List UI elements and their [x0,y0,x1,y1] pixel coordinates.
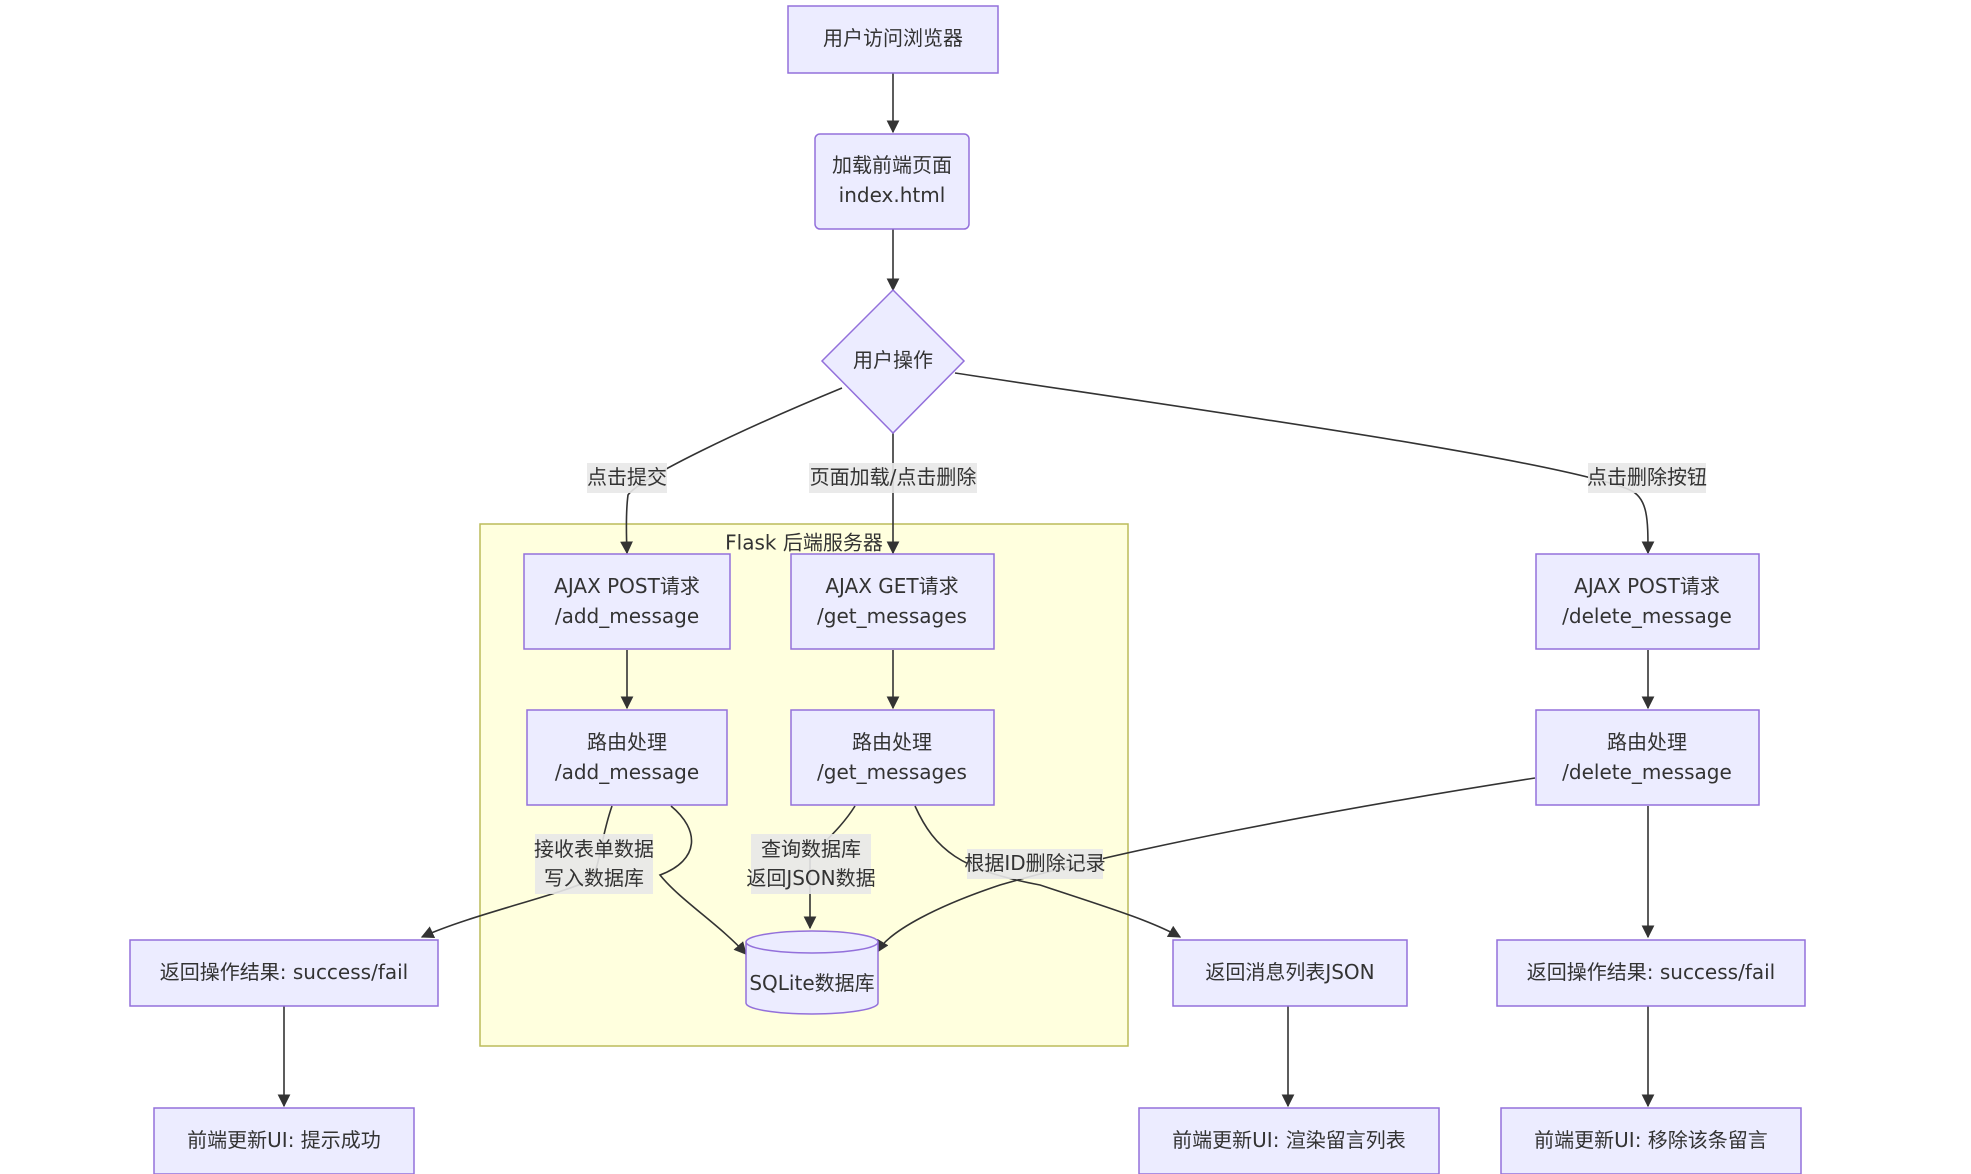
node-label-line: index.html [839,183,946,207]
edge-label-line: 点击提交 [587,465,667,489]
node-ui-remove-message: 前端更新UI: 移除该条留言 [1500,1107,1802,1174]
svg-text:AJAX POST请求: AJAX POST请求 [554,574,700,598]
edge-label-line: 写入数据库 [544,866,644,890]
node-ajax-post-add: AJAX POST请求 /add_message [523,553,731,650]
svg-text:接收表单数据: 接收表单数据 [534,837,654,861]
node-label-line: 前端更新UI: 渲染留言列表 [1172,1128,1406,1152]
node-ui-render-list: 前端更新UI: 渲染留言列表 [1138,1107,1440,1174]
node-label-line: 返回消息列表JSON [1205,960,1374,984]
svg-text:/get_messages: /get_messages [817,760,967,784]
node-load-frontend-page: 加载前端页面 index.html [814,133,970,230]
edge-labels: 点击提交 页面加载/点击删除 点击删除按钮 接收表单数据 写入数据库 [534,463,1707,894]
node-label-line: /add_message [555,760,699,784]
edge-label-line: 查询数据库 [761,837,861,861]
svg-text:查询数据库: 查询数据库 [761,837,861,861]
svg-text:/add_message: /add_message [555,760,699,784]
node-return-result-right: 返回操作结果: success/fail [1496,939,1806,1007]
edge-label-line: 根据ID删除记录 [964,851,1105,875]
svg-text:/delete_message: /delete_message [1562,604,1732,628]
svg-text:路由处理: 路由处理 [1607,730,1687,754]
node-label-line: 路由处理 [852,730,932,754]
node-label-line: 前端更新UI: 提示成功 [187,1128,381,1152]
edge-label-line: 页面加载/点击删除 [810,465,977,489]
edge-label-receive-write: 接收表单数据 写入数据库 [534,834,654,894]
node-label-line: 路由处理 [1607,730,1687,754]
node-ajax-post-delete: AJAX POST请求 /delete_message [1535,553,1760,650]
node-user-operation-decision: 用户操作 [820,288,966,435]
node-ajax-get-messages: AJAX GET请求 /get_messages [790,553,995,650]
edge-label-click-delete-button: 点击删除按钮 [1587,463,1707,493]
edge-decision-to-post-del [954,372,1655,555]
svg-text:加载前端页面: 加载前端页面 [832,153,952,177]
node-route-delete-message: 路由处理 /delete_message [1535,709,1760,806]
edge-label-query-return: 查询数据库 返回JSON数据 [746,834,876,894]
svg-text:index.html: index.html [839,183,946,207]
edge-label-line: 点击删除按钮 [1587,465,1707,489]
svg-text:返回操作结果: success/fail: 返回操作结果: success/fail [160,960,408,984]
node-label-line: 路由处理 [587,730,667,754]
node-label-line: AJAX GET请求 [825,574,958,598]
edge-route-get-to-result-list [914,805,1182,938]
node-label-line: AJAX POST请求 [1574,574,1720,598]
node-return-message-list-json: 返回消息列表JSON [1172,939,1408,1007]
svg-text:SQLite数据库: SQLite数据库 [749,971,874,995]
svg-text:前端更新UI: 移除该条留言: 前端更新UI: 移除该条留言 [1534,1128,1768,1152]
svg-text:AJAX GET请求: AJAX GET请求 [825,574,958,598]
svg-text:根据ID删除记录: 根据ID删除记录 [964,851,1105,875]
node-user-visits-browser: 用户访问浏览器 [787,5,999,74]
node-label-line: AJAX POST请求 [554,574,700,598]
svg-text:/get_messages: /get_messages [817,604,967,628]
edge-label-click-submit: 点击提交 [587,463,667,493]
node-route-get-messages: 路由处理 /get_messages [790,709,995,806]
node-label-line: /get_messages [817,760,967,784]
svg-text:前端更新UI: 渲染留言列表: 前端更新UI: 渲染留言列表 [1172,1128,1406,1152]
node-label-line: 用户操作 [853,348,933,372]
edge-label-line: 接收表单数据 [534,837,654,861]
svg-text:返回操作结果: success/fail: 返回操作结果: success/fail [1527,960,1775,984]
svg-text:点击提交: 点击提交 [587,465,667,489]
svg-text:/delete_message: /delete_message [1562,760,1732,784]
node-label-line: 加载前端页面 [832,153,952,177]
edge-label-delete-by-id: 根据ID删除记录 [964,849,1106,879]
svg-text:返回消息列表JSON: 返回消息列表JSON [1205,960,1374,984]
svg-text:用户操作: 用户操作 [853,348,933,372]
svg-text:页面加载/点击删除: 页面加载/点击删除 [810,465,977,489]
svg-text:点击删除按钮: 点击删除按钮 [1587,465,1707,489]
svg-text:用户访问浏览器: 用户访问浏览器 [823,26,963,50]
node-sqlite-database: SQLite数据库 [745,930,879,1015]
node-label-line: 前端更新UI: 移除该条留言 [1534,1128,1768,1152]
svg-text:路由处理: 路由处理 [852,730,932,754]
node-label-line: /delete_message [1562,604,1732,628]
node-label-line: 返回操作结果: success/fail [1527,960,1775,984]
node-label-line: 用户访问浏览器 [823,26,963,50]
edge-label-page-load-delete: 页面加载/点击删除 [809,463,977,493]
node-label-line: /add_message [555,604,699,628]
node-ui-success: 前端更新UI: 提示成功 [153,1107,415,1174]
node-return-result-left: 返回操作结果: success/fail [129,939,439,1007]
node-label-line: /get_messages [817,604,967,628]
svg-text:前端更新UI: 提示成功: 前端更新UI: 提示成功 [187,1128,381,1152]
edges [277,73,1655,1108]
svg-text:AJAX POST请求: AJAX POST请求 [1574,574,1720,598]
svg-text:返回JSON数据: 返回JSON数据 [746,866,875,890]
cluster-title: Flask 后端服务器 [725,531,883,555]
svg-text:路由处理: 路由处理 [587,730,667,754]
node-label-line: 返回操作结果: success/fail [160,960,408,984]
edge-route-add-to-db [658,805,747,955]
node-label-line: SQLite数据库 [749,971,874,995]
edge-label-line: 返回JSON数据 [746,866,875,890]
node-label-line: /delete_message [1562,760,1732,784]
nodes: 用户访问浏览器 加载前端页面 index.html 用户操作 AJAX POST… [129,5,1806,1174]
svg-text:/add_message: /add_message [555,604,699,628]
svg-text:写入数据库: 写入数据库 [544,866,644,890]
node-route-add-message: 路由处理 /add_message [526,709,728,806]
